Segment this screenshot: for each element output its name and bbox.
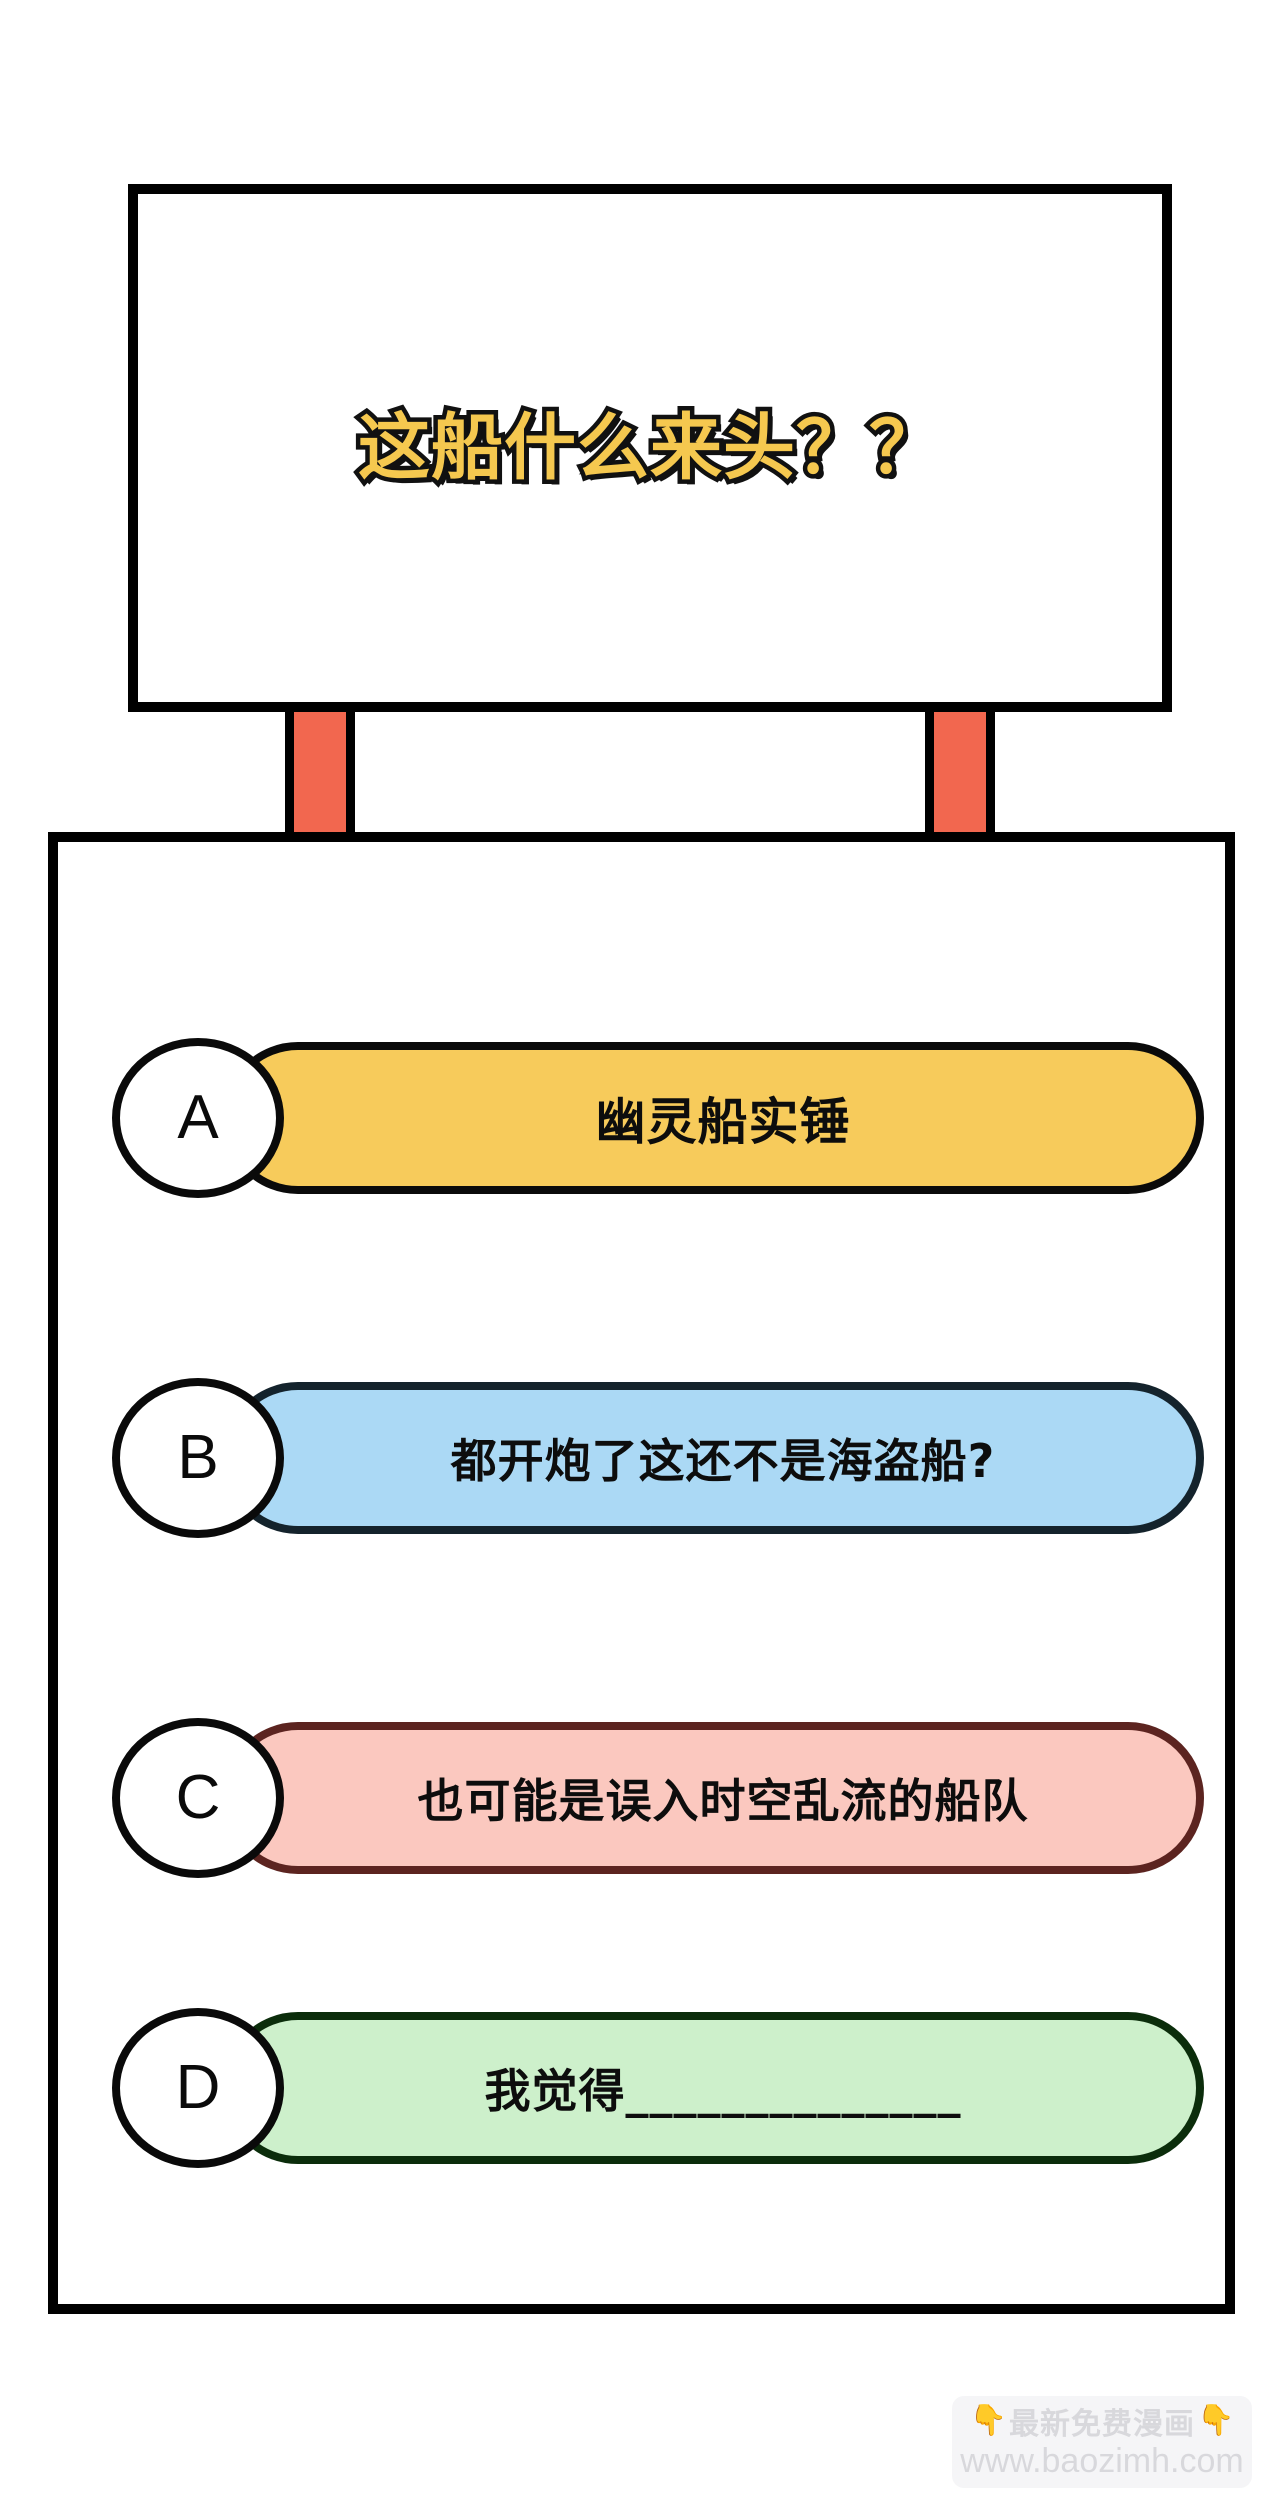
option-pill-d[interactable]: 我觉得______________ — [222, 2012, 1204, 2164]
options-panel: 幽灵船实锤 A 都开炮了这还不是海盗船? B 也可能是误入时空乱流的船队 C — [48, 832, 1235, 2314]
watermark-url: www.baozimh.com — [960, 2441, 1244, 2480]
option-badge-c[interactable]: C — [112, 1718, 284, 1878]
signboard-title: 这船什么来头？？ — [353, 403, 945, 491]
watermark-top-line: 👇 最新免费漫画 👇 — [952, 2400, 1252, 2443]
watermark-cn-text: 最新免费漫画 — [1009, 2407, 1195, 2442]
option-row[interactable]: 也可能是误入时空乱流的船队 C — [112, 1718, 1204, 1878]
option-label-c: 也可能是误入时空乱流的船队 — [417, 1774, 1029, 1828]
option-pill-c[interactable]: 也可能是误入时空乱流的船队 — [222, 1722, 1204, 1874]
signboard: 这船什么来头？？ — [128, 184, 1172, 712]
pointing-down-hand-icon-left: 👇 — [969, 2404, 1007, 2437]
option-letter-c: C — [175, 1763, 221, 1832]
option-letter-d: D — [175, 2053, 221, 2122]
option-label-d: 我觉得______________ — [484, 2064, 962, 2118]
option-label-a: 幽灵船实锤 — [595, 1093, 851, 1151]
option-row[interactable]: 都开炮了这还不是海盗船? B — [112, 1378, 1204, 1538]
option-pill-b[interactable]: 都开炮了这还不是海盗船? — [222, 1382, 1204, 1534]
option-badge-a[interactable]: A — [112, 1038, 284, 1198]
pointing-down-hand-icon-right: 👇 — [1197, 2404, 1235, 2437]
site-watermark: 👇 最新免费漫画 👇 www.baozimh.com — [952, 2396, 1252, 2488]
option-pill-a[interactable]: 幽灵船实锤 — [222, 1042, 1204, 1194]
option-badge-d[interactable]: D — [112, 2008, 284, 2168]
signboard-post-left — [285, 706, 355, 838]
option-label-b: 都开炮了这还不是海盗船? — [450, 1434, 996, 1488]
option-letter-b: B — [177, 1423, 219, 1492]
option-badge-b[interactable]: B — [112, 1378, 284, 1538]
signboard-post-right — [925, 706, 995, 838]
option-row[interactable]: 幽灵船实锤 A — [112, 1038, 1204, 1198]
option-row[interactable]: 我觉得______________ D — [112, 2008, 1204, 2168]
option-letter-a: A — [177, 1083, 219, 1152]
